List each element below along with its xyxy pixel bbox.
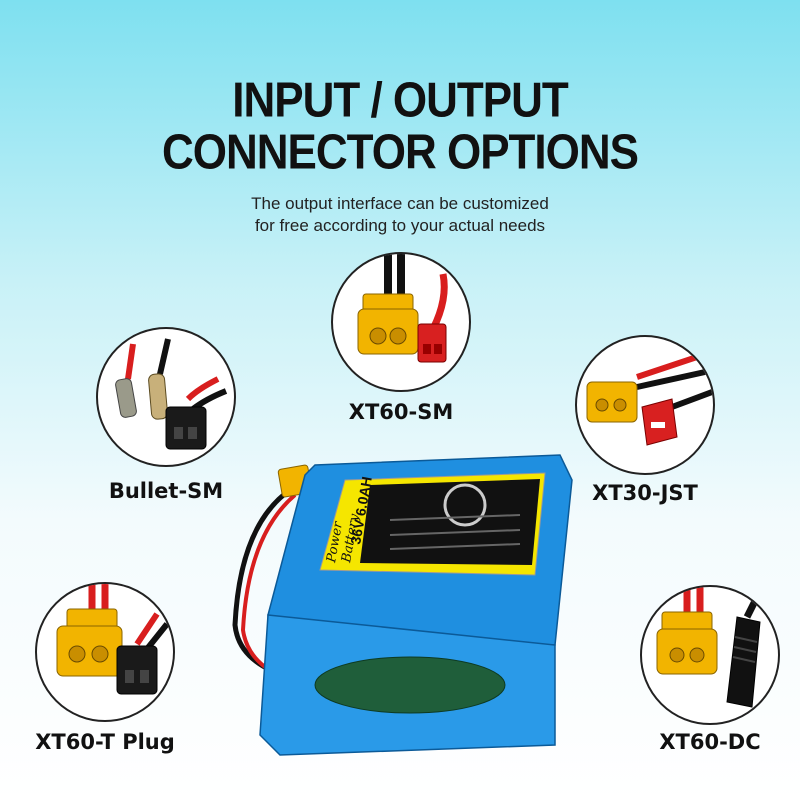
battery-pack-image: 36V 6.0AH Power Battery [232,454,573,756]
battery-logo-icon [443,483,487,527]
xt60-t-plug-connector-icon [56,584,170,695]
connector-circle-bullet-sm [96,327,236,467]
page-title-line2: CONNECTOR OPTIONS [161,125,639,180]
connector-circle-xt60-sm [331,252,471,392]
subtitle-line2: for free according to your actual needs [254,216,546,235]
xt30-jst-connector-icon [586,354,713,446]
battery-brand-line1: Power [324,520,346,565]
connector-label-xt60-dc: XT60-DC [659,730,761,754]
subtitle-line1: The output interface can be customized [251,194,549,213]
connector-circle-xt60-dc [640,585,780,725]
bullet-sm-connector-icon [115,338,228,450]
xt60-sm-connector-icon [357,254,448,363]
xt60-dc-connector-icon [656,587,766,708]
connector-circle-xt30-jst [575,335,715,475]
connector-label-bullet-sm: Bullet-SM [108,479,224,503]
page-title-line1: INPUT / OUTPUT [232,73,569,128]
connector-label-xt60-t-plug: XT60-T Plug [35,730,175,754]
connector-circle-xt60-t-plug [35,582,175,722]
connector-label-xt60-sm: XT60-SM [348,400,454,424]
connector-label-xt30-jst: XT30-JST [592,481,698,505]
